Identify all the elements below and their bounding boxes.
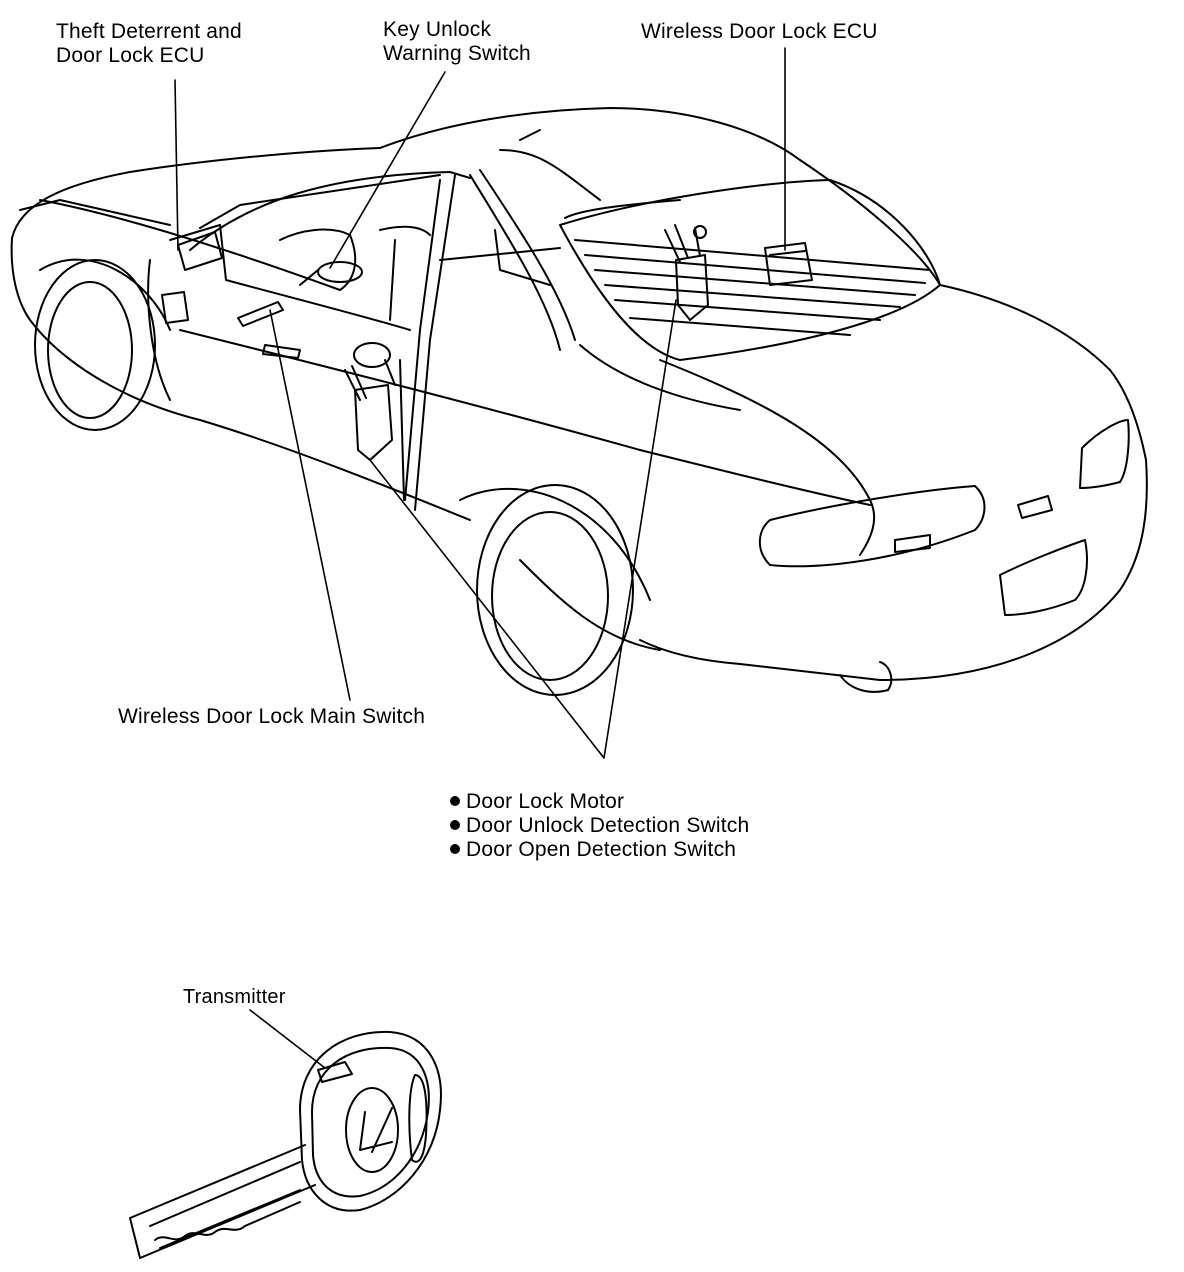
theft-deterrent-ecu-line2: Door Lock ECU bbox=[56, 44, 205, 67]
theft-deterrent-ecu-label: Theft Deterrent and Door Lock ECU bbox=[56, 20, 242, 68]
list-item: Door Open Detection Switch bbox=[450, 838, 749, 862]
door-open-detection-switch-text: Door Open Detection Switch bbox=[466, 838, 737, 861]
front-wheel bbox=[34, 258, 171, 431]
transmitter-label: Transmitter bbox=[183, 986, 286, 1008]
wireless-door-lock-ecu-shape bbox=[764, 242, 813, 286]
theft-deterrent-ecu-line1: Theft Deterrent and bbox=[56, 20, 242, 43]
wireless-door-lock-ecu-label: Wireless Door Lock ECU bbox=[641, 20, 878, 43]
wireless-door-lock-main-switch-label: Wireless Door Lock Main Switch bbox=[118, 705, 426, 728]
bullet-dot-icon bbox=[450, 820, 460, 830]
list-item: Door Unlock Detection Switch bbox=[450, 814, 749, 838]
key-unlock-warning-switch-label: Key Unlock Warning Switch bbox=[383, 18, 531, 66]
key-unlock-line1: Key Unlock bbox=[383, 18, 492, 41]
main-switch-shape bbox=[237, 301, 284, 327]
key-unlock-line2: Warning Switch bbox=[383, 42, 531, 65]
leader-lines bbox=[174, 47, 786, 1069]
rear-wheel bbox=[459, 484, 651, 696]
bullet-dot-icon bbox=[450, 796, 460, 806]
car-body bbox=[10, 107, 1148, 693]
rear-door-lock-motor-shape bbox=[664, 224, 709, 321]
door-components-list: Door Lock Motor Door Unlock Detection Sw… bbox=[450, 790, 749, 862]
theft-deterrent-ecu-shape bbox=[177, 231, 223, 271]
transmitter-key bbox=[129, 1030, 442, 1259]
front-door-lock-motor-shape bbox=[344, 342, 396, 461]
door-lock-motor-text: Door Lock Motor bbox=[466, 790, 625, 813]
list-item: Door Lock Motor bbox=[450, 790, 749, 814]
lexus-emblem-icon bbox=[345, 1087, 399, 1173]
key-unlock-switch-shape bbox=[299, 261, 363, 286]
bullet-dot-icon bbox=[450, 844, 460, 854]
door-unlock-detection-switch-text: Door Unlock Detection Switch bbox=[466, 814, 750, 837]
